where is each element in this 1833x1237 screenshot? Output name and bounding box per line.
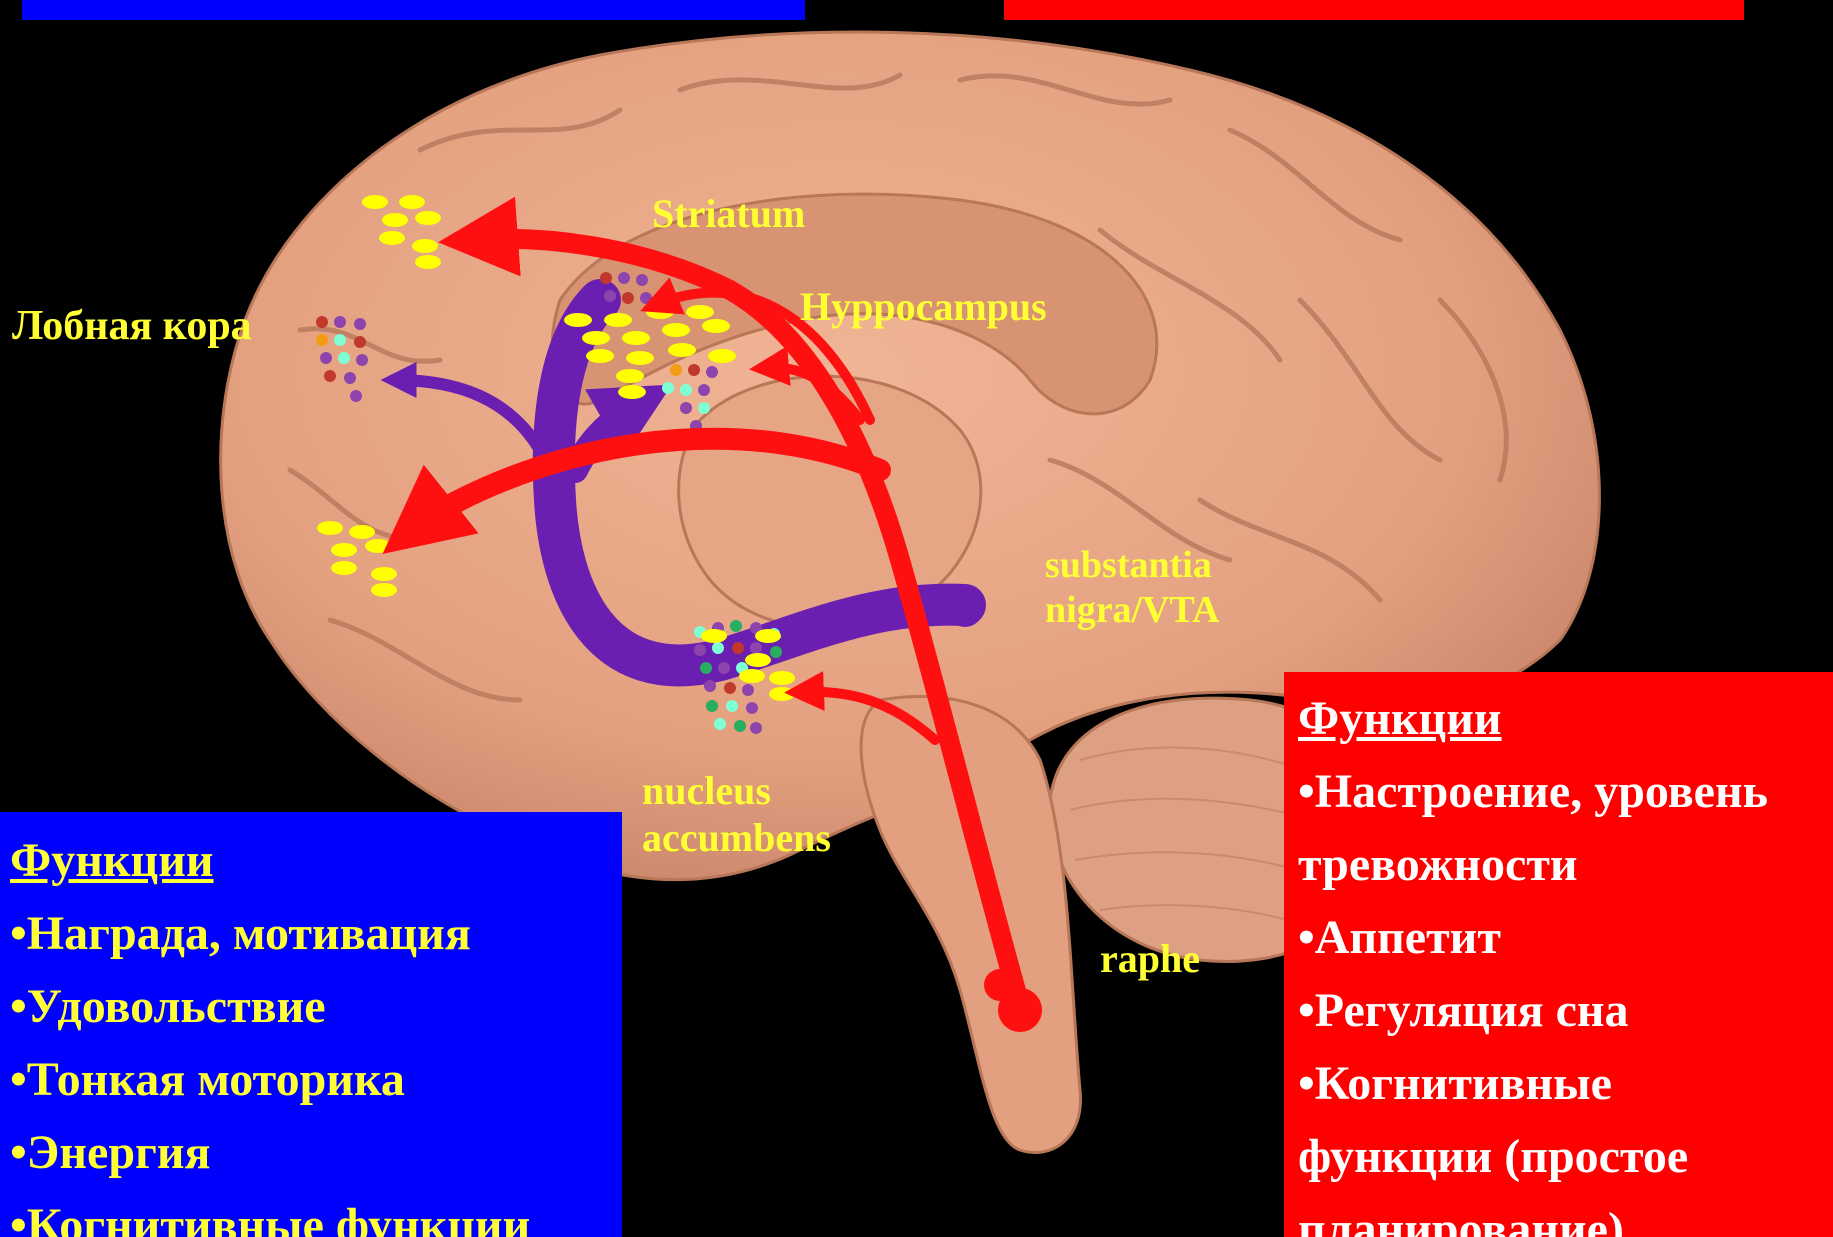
serotonin-function-line: •Аппетит: [1298, 901, 1833, 974]
substantia-nigra-label: substantia nigra/VTA: [1045, 543, 1220, 633]
serotonin-function-line: тревожности: [1298, 828, 1833, 901]
substantia-nigra-dot: [947, 591, 983, 627]
nucleus-accumbens-label-line1: nucleus: [642, 767, 831, 814]
dopamine-function-item: •Когнитивные функции: [10, 1189, 622, 1237]
frontal-cortex-label: Лобная кора: [12, 302, 252, 352]
dopamine-function-item: •Награда, мотивация: [10, 897, 622, 970]
serotonin-functions-title: Функции: [1298, 682, 1833, 755]
serotonin-function-line: функции (простое: [1298, 1120, 1833, 1193]
serotonin-function-line: планирование): [1298, 1193, 1833, 1237]
nucleus-accumbens-label: nucleus accumbens: [642, 767, 831, 861]
serotonin-function-line: •Регуляция сна: [1298, 974, 1833, 1047]
substantia-nigra-label-line2: nigra/VTA: [1045, 588, 1220, 633]
striatum-label: Striatum: [652, 190, 805, 237]
dopamine-functions-title: Функции: [10, 824, 622, 897]
dopamine-function-item: •Удовольствие: [10, 970, 622, 1043]
brainstem: [861, 697, 1080, 1153]
serotonin-function-line: •Настроение, уровень: [1298, 755, 1833, 828]
dopamine-function-item: •Тонкая моторика: [10, 1043, 622, 1116]
serotonin-function-line: •Когнитивные: [1298, 1047, 1833, 1120]
serotonin-functions-panel: Функции •Настроение, уровень тревожности…: [1284, 672, 1833, 1237]
raphe-nucleus-dot-2: [984, 969, 1016, 1001]
dopamine-function-item: •Энергия: [10, 1116, 622, 1189]
substantia-nigra-label-line1: substantia: [1045, 543, 1220, 588]
dopamine-functions-panel: Функции •Награда, мотивация •Удовольстви…: [0, 812, 622, 1237]
raphe-label: raphe: [1100, 935, 1200, 982]
hippocampus-label: Hyppocampus: [800, 283, 1047, 330]
nucleus-accumbens-label-line2: accumbens: [642, 814, 831, 861]
